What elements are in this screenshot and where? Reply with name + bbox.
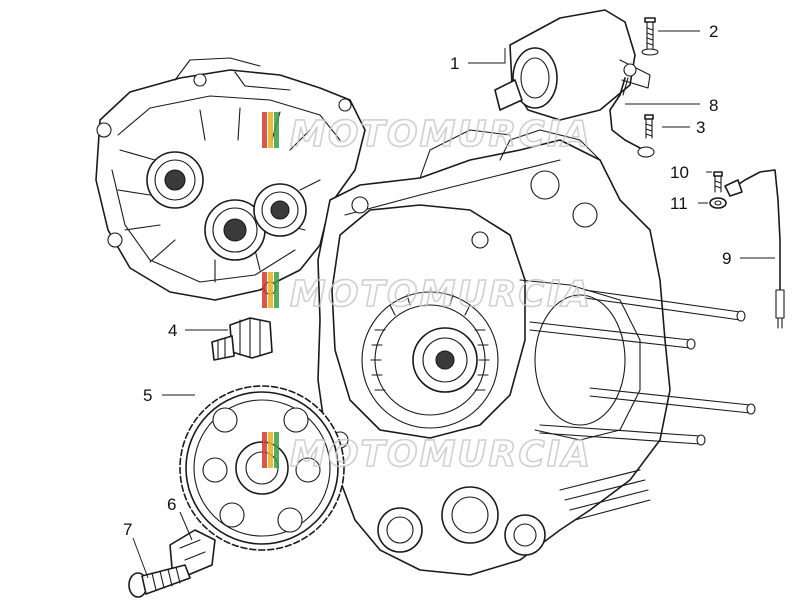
screw-7 xyxy=(128,564,191,598)
watermark-text: MOTOMURCIA xyxy=(290,434,592,475)
callout-11: 11 xyxy=(670,194,688,213)
bearing-upper xyxy=(146,151,204,209)
screw-2 xyxy=(641,17,659,56)
callout-5: 5 xyxy=(143,386,152,405)
leader-lines xyxy=(132,30,775,579)
bearing-right xyxy=(253,183,307,237)
cylinder-studs xyxy=(529,289,756,446)
bearing-middle xyxy=(204,199,266,261)
watermark-middle: MOTOMURCIA xyxy=(262,272,592,316)
screw-10 xyxy=(713,171,723,193)
washer-11 xyxy=(709,197,727,209)
callouts: 1 2 3 4 5 6 7 8 9 10 11 xyxy=(123,22,731,539)
callout-9: 9 xyxy=(722,249,731,268)
callout-2: 2 xyxy=(709,22,718,41)
watermark-text: MOTOMURCIA xyxy=(290,274,592,315)
cable-8 xyxy=(609,77,655,158)
starter-pinion xyxy=(211,317,273,361)
starter-motor xyxy=(494,9,651,121)
screw-3 xyxy=(644,114,654,139)
callout-4: 4 xyxy=(168,321,177,340)
callout-10: 10 xyxy=(670,163,689,182)
callout-1: 1 xyxy=(450,54,459,73)
watermark-bottom: MOTOMURCIA xyxy=(262,432,592,476)
watermark-top: MOTOMURCIA xyxy=(262,112,592,156)
cable-9 xyxy=(724,169,785,329)
callout-3: 3 xyxy=(696,118,705,137)
callout-7: 7 xyxy=(123,520,132,539)
callout-8: 8 xyxy=(709,96,718,115)
callout-6: 6 xyxy=(167,495,176,514)
crankcase xyxy=(317,129,756,576)
watermark-text: MOTOMURCIA xyxy=(290,114,592,155)
